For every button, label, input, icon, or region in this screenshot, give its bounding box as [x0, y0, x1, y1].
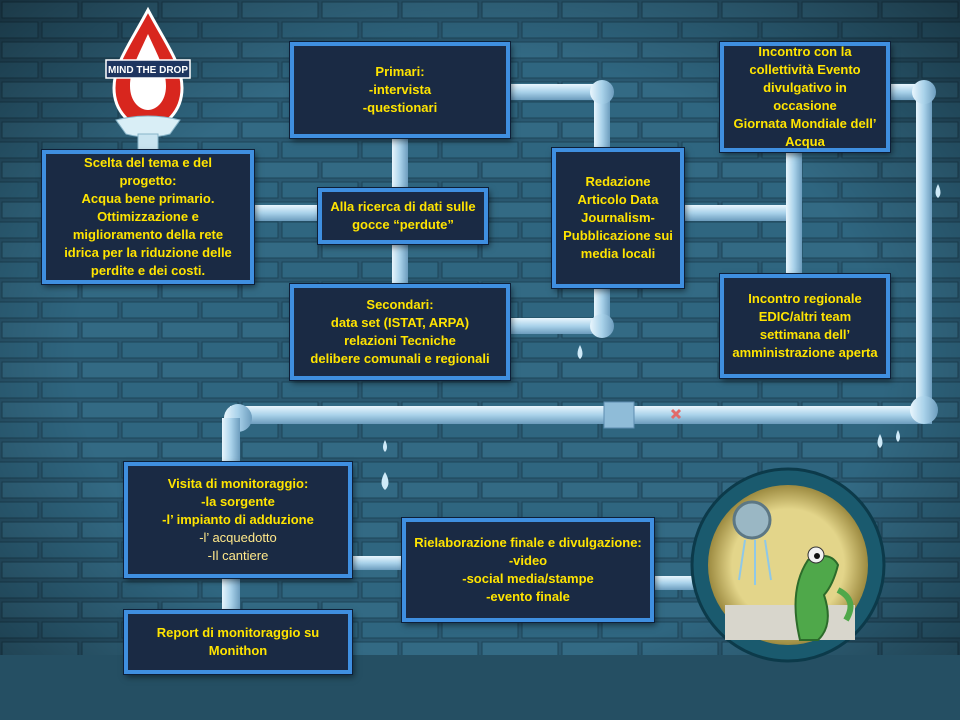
- text-line: -social media/stampe: [462, 571, 594, 586]
- text-line: delibere comunali e regionali: [310, 351, 490, 366]
- text-line: Pubblicazione sui: [563, 228, 673, 243]
- porthole-illustration: [690, 467, 886, 663]
- text-line: Journalism-: [581, 210, 655, 225]
- text-line: Giornata Mondiale dell’: [733, 116, 877, 131]
- text-line: -evento finale: [486, 589, 570, 604]
- box-scelta-tema: Scelta del tema e del progetto: Acqua be…: [42, 150, 254, 284]
- text-line: -Il cantiere: [207, 548, 269, 563]
- text-line: Alla ricerca di dati sulle: [330, 199, 476, 214]
- text-line: perdite e dei costi.: [90, 263, 206, 278]
- text-line: Primari:: [375, 64, 425, 79]
- box-visita-monitoraggio: Visita di monitoraggio: -la sorgente -l’…: [124, 462, 352, 578]
- box-ricerca-dati: Alla ricerca di dati sulle gocce “perdut…: [318, 188, 488, 244]
- text-line: Redazione: [585, 174, 651, 189]
- text-line: collettività Evento: [749, 62, 861, 77]
- text-line: amministrazione aperta: [732, 345, 878, 360]
- box-rielaborazione: Rielaborazione finale e divulgazione: -v…: [402, 518, 654, 622]
- text-line: Report di monitoraggio su: [156, 625, 320, 640]
- mind-the-drop-logo: MIND THE DROP: [105, 6, 191, 151]
- text-line: Ottimizzazione e: [97, 209, 199, 224]
- text-line: data set (ISTAT, ARPA): [330, 315, 470, 330]
- box-redazione: Redazione Articolo Data Journalism- Pubb…: [552, 148, 684, 288]
- text-line: Scelta del tema e del: [84, 155, 212, 170]
- text-line: miglioramento della rete: [72, 227, 224, 242]
- text-line: Rielaborazione finale e divulgazione:: [414, 535, 642, 550]
- text-line: progetto:: [119, 173, 177, 188]
- text-line: idrica per la riduzione delle: [64, 245, 232, 260]
- text-line: media locali: [580, 246, 656, 261]
- text-line: Monithon: [208, 643, 268, 658]
- box-incontro-regionale: Incontro regionale EDIC/altri team setti…: [720, 274, 890, 378]
- text-line: Articolo Data: [577, 192, 659, 207]
- text-line: EDIC/altri team: [758, 309, 852, 324]
- text-line: -l’ impianto di adduzione: [162, 512, 314, 527]
- box-primari: Primari: -intervista -questionari: [290, 42, 510, 138]
- text-line: gocce “perdute”: [352, 217, 454, 232]
- text-line: Secondari:: [366, 297, 434, 312]
- text-line: Incontro regionale: [748, 291, 862, 306]
- pipes: [222, 80, 938, 614]
- text-line: -la sorgente: [201, 494, 275, 509]
- text-line: -video: [508, 553, 548, 568]
- text-line: settimana dell’: [759, 327, 851, 342]
- box-incontro-collettivita: Incontro con la collettività Evento divu…: [720, 42, 890, 152]
- text-line: Incontro con la: [758, 44, 852, 59]
- svg-text:MIND THE DROP: MIND THE DROP: [108, 65, 188, 76]
- water-drops: [381, 184, 941, 490]
- text-line: -questionari: [362, 100, 438, 115]
- text-line: divulgativo in occasione: [763, 80, 847, 113]
- text-line: Visita di monitoraggio:: [167, 476, 309, 491]
- text-line: Acqua bene primario.: [81, 191, 215, 206]
- box-report-monithon: Report di monitoraggio su Monithon: [124, 610, 352, 674]
- text-line: Acqua: [785, 134, 825, 149]
- box-secondari: Secondari: data set (ISTAT, ARPA) relazi…: [290, 284, 510, 380]
- text-line: -l’ acquedotto: [199, 530, 277, 545]
- text-line: -intervista: [368, 82, 432, 97]
- text-line: relazioni Tecniche: [344, 333, 456, 348]
